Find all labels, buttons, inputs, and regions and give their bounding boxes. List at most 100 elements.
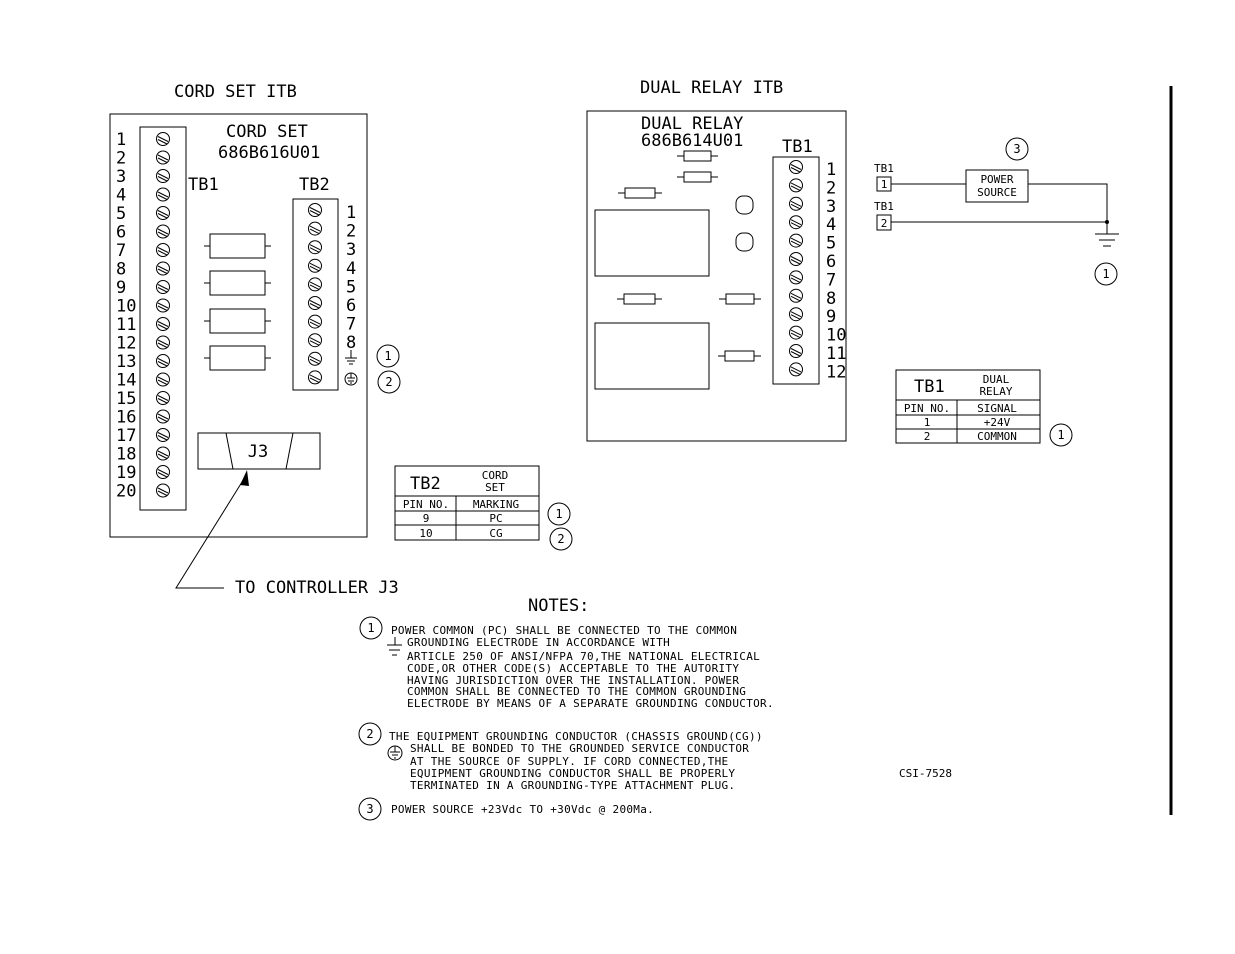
terminal-screw [308,203,322,217]
terminal-screw [308,333,322,348]
j3-callout-arrow [175,470,249,589]
tb1-table-header-2b: RELAY [979,385,1012,398]
terminal-screw [156,391,170,405]
terminal-screw [308,258,322,273]
pin-number: 5 [826,234,836,254]
note-3-num: 3 [366,802,373,816]
tb2-table-note-2 [549,527,573,551]
terminal-screw [156,206,170,220]
power-source-line1: POWER [980,173,1013,186]
tb2-table: TB2 CORD SET PIN NO. MARKING 9 PC 10 CG … [394,465,573,551]
terminal-screw [789,288,803,303]
terminal-screw [308,314,322,329]
tb2-table-row2-marking: CG [489,527,502,540]
chassis-ground-symbol [344,372,358,386]
pin-number: 3 [346,240,356,260]
terminal-screw [156,224,170,239]
cord-set-board-part: 686B616U01 [218,143,320,163]
pin-number: 2 [346,222,356,242]
tb1-table-header-2a: DUAL [983,373,1010,386]
cord-set-board [109,113,368,538]
pin-number: 8 [116,260,126,280]
power-note-3-num: 3 [1013,142,1020,156]
tb2-table-note-2-num: 2 [557,532,564,546]
note-2-line-4: EQUIPMENT GROUNDING CONDUCTOR SHALL BE P… [410,767,735,780]
terminal-screw [789,325,803,340]
note-1-ground-symbol [387,637,402,656]
resistor [677,171,718,183]
note-2-balloon [358,722,382,746]
terminal-screw [156,169,170,183]
drawing-number: CSI-7528 [899,767,952,780]
terminal-screw [156,483,170,498]
terminal-screw [308,370,322,385]
terminal-screw [308,277,322,292]
note-1-line-2: GROUNDING ELECTRODE IN ACCORDANCE WITH [407,636,670,649]
pin-number: 18 [116,445,136,465]
pin-number: 4 [116,186,126,206]
note-1-balloon [359,616,383,640]
terminal-screw [156,150,170,165]
power-source-box [965,169,1029,203]
cord-set-tb1-strip [139,126,187,511]
pin-number: 17 [116,426,136,446]
note-2-line-5: TERMINATED IN A GROUNDING-TYPE ATTACHMEN… [410,779,735,792]
pin-number: 1 [116,130,126,150]
signal-ground-symbol [345,350,357,365]
resistor [204,270,271,296]
cord-set-board-name: CORD SET [226,122,308,142]
pin-number: 4 [346,259,356,279]
dual-relay-itb: DUAL RELAY ITB DUAL RELAY 686B614U01 TB1… [586,78,847,442]
pin-number: 11 [826,344,846,364]
cord-set-tb1-screws [156,132,170,498]
terminal-screw [156,335,170,350]
power-tb1-label-top: TB1 [874,162,894,175]
pin-number: 7 [346,315,356,335]
tb2-table-header-2a: CORD [482,469,509,482]
pin-number: 10 [826,326,846,346]
pin-number: 12 [826,362,846,382]
tb2-table-note-1-num: 1 [555,507,562,521]
terminal-screw [156,409,170,424]
terminal-screw [789,344,803,358]
dual-relay-board [586,110,847,442]
note-balloon-1 [376,344,400,368]
terminal-screw [156,372,170,387]
note-3-balloon [358,797,382,821]
pin-number: 6 [116,223,126,243]
power-wiring: 3 TB1 1 TB1 2 POWER SOURCE 1 [874,137,1119,286]
tb1-table-sub-2: SIGNAL [977,402,1017,415]
note-balloon-2 [377,370,401,394]
pin-number: 2 [826,178,836,198]
pin-number: 7 [826,270,836,290]
relay-1 [594,209,710,277]
pin-number: 2 [116,149,126,169]
tb2-table-sub-2: MARKING [473,498,519,511]
cord-set-tb2-strip [292,198,339,391]
note-2-line-2: SHALL BE BONDED TO THE GROUNDED SERVICE … [410,742,749,755]
dual-relay-tb1-label: TB1 [782,137,813,157]
tb1-table: TB1 DUAL RELAY PIN NO. SIGNAL 1 +24V 2 C… [895,369,1073,447]
note-1-line-7: ELECTRODE BY MEANS OF A SEPARATE GROUNDI… [407,697,774,710]
terminal-screw [789,178,803,193]
resistor [677,150,718,162]
note-2-chassis-ground-symbol [387,745,403,761]
note-1-line-5: HAVING JURISDICTION OVER THE INSTALLATIO… [407,674,739,687]
tb1-table-header-1: TB1 [914,377,945,397]
terminal-screw [308,351,322,366]
terminal-screw [156,465,170,479]
tb2-table-note-1 [547,502,571,526]
dual-relay-board-name: DUAL RELAY [641,114,743,134]
notes-title: NOTES: [528,596,589,616]
note-1-line-4: CODE,OR OTHER CODE(S) ACCEPTABLE TO THE … [407,662,739,675]
pin-number: 4 [826,215,836,235]
tb2-table-header-2b: SET [485,481,505,494]
tb2-table-header-1: TB2 [410,474,441,494]
terminal-screw [156,280,170,294]
pin-number: 3 [826,197,836,217]
note-1-line-1: POWER COMMON (PC) SHALL BE CONNECTED TO … [391,624,737,637]
pin-number: 1 [346,203,356,223]
